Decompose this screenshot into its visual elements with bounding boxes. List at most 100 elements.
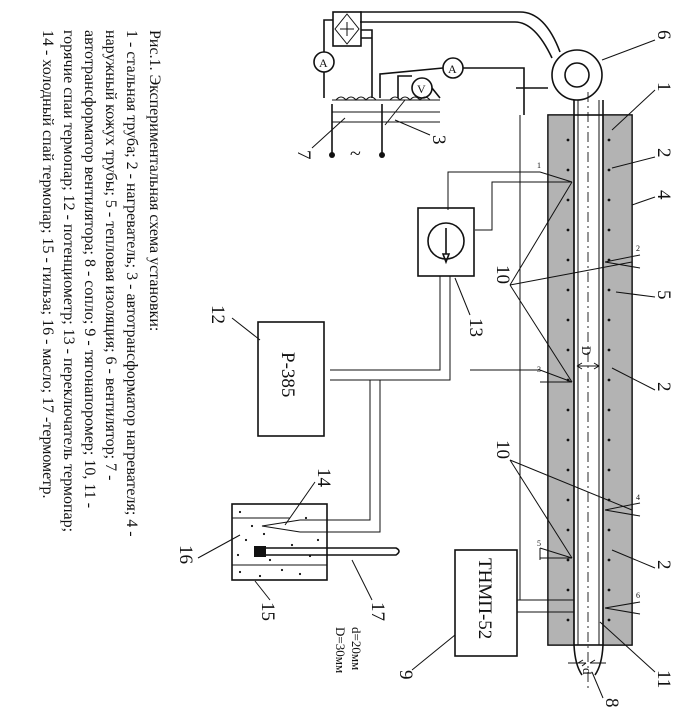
- callout-8: 8: [601, 698, 622, 708]
- leader-12: [231, 317, 261, 341]
- ammeter-heater-symbol: A: [448, 62, 457, 76]
- leader-8: [591, 671, 604, 699]
- callout-3: 3: [428, 135, 449, 145]
- manometer-tubes: [517, 599, 574, 613]
- callout-2b: 2: [653, 382, 674, 392]
- leader-2b: [611, 367, 656, 391]
- junction-3: [539, 369, 573, 383]
- fan-inner: [564, 62, 590, 88]
- leader-2a: [611, 156, 656, 169]
- junction-1-number: 1: [537, 161, 541, 170]
- voltmeter-symbol: V: [417, 82, 426, 96]
- junction-5-number: 5: [537, 539, 541, 548]
- callout-15: 15: [257, 602, 278, 621]
- caption-line-5: 14 - холодный спай термопар; 15 - гильза…: [39, 30, 56, 498]
- fan-outlet: [573, 100, 604, 115]
- D-dimension-arrow: [576, 362, 600, 370]
- callout-1: 1: [653, 82, 674, 92]
- caption-line-2: наружный кожух трубы; 5 - тепловая изоля…: [102, 30, 119, 480]
- leader-13: [454, 277, 471, 316]
- dimension-d-text: d=20мм: [349, 627, 364, 670]
- ac-terminal-right: [379, 152, 385, 158]
- heater-wiring: [361, 37, 548, 115]
- leader-17: [351, 559, 373, 601]
- manometer-label: ТНМП-52: [474, 558, 495, 639]
- fan-duct: [360, 11, 561, 59]
- dimension-notes: d=20мм D=30мм: [333, 627, 364, 673]
- junction-5: [539, 547, 573, 559]
- junction-1: [539, 171, 573, 183]
- switch-dial[interactable]: [427, 222, 465, 260]
- callout-14: 14: [313, 468, 334, 488]
- leader-4: [631, 196, 656, 206]
- leader-9: [411, 634, 456, 671]
- insulation-left: [547, 114, 575, 646]
- leader-14: [284, 481, 316, 526]
- caption-line-3: автотрансформатор вентилятора; 8 - сопло…: [81, 30, 98, 508]
- switch-pointer: [441, 228, 451, 265]
- leader-2c: [611, 549, 656, 569]
- heater-dots: [566, 138, 611, 622]
- caption-line-1: 1 - стальная труба; 2 - нагреватель; 3 -…: [123, 30, 140, 537]
- junction-2-number: 2: [636, 244, 640, 253]
- callout-12: 12: [207, 305, 228, 324]
- thermometer-bulb: [254, 546, 266, 557]
- thermometer: [261, 547, 400, 556]
- potentiometer-label: Р-385: [277, 352, 298, 397]
- rectifier-diode-icon: [334, 13, 360, 45]
- cold-junction-wires: [300, 380, 381, 533]
- autotransformer-coils: [332, 99, 440, 123]
- leader-1: [611, 89, 656, 131]
- junction-6-number: 6: [636, 591, 640, 600]
- oil-dots: [236, 510, 320, 578]
- leader-16: [197, 534, 241, 559]
- junction-2: [604, 254, 641, 269]
- ac-terminal-left: [329, 152, 335, 158]
- callout-13: 13: [465, 318, 486, 337]
- pipe-assembly: 1 2 3 4 5 6 D d: [537, 92, 641, 690]
- caption: Рис.1. Экспериментальная схема установки…: [39, 30, 163, 537]
- thermocouple-wiring: [300, 115, 548, 601]
- leader-15: [254, 580, 271, 601]
- autotransformer-winding: [335, 96, 431, 101]
- d-dimension-arrow: [568, 659, 606, 667]
- callout-5: 5: [653, 290, 674, 300]
- vessel-outer: [231, 503, 328, 581]
- callout-6: 6: [653, 30, 674, 40]
- tc-wire-other: [470, 115, 548, 601]
- dimension-D-text: D=30мм: [333, 627, 348, 673]
- D-dimension-label: D: [579, 346, 594, 355]
- manometer: ТНМП-52: [454, 549, 574, 657]
- callout-numbers: 1 2 2 2 3 4 5 6 7 8 9 10 10 11 12 13 14 …: [175, 30, 674, 708]
- fan-outer: [551, 49, 603, 101]
- fan-and-duct: [360, 11, 604, 115]
- callout-10b: 10: [492, 440, 513, 459]
- ac-symbol: ~: [350, 143, 361, 165]
- leader-10a: [509, 181, 633, 383]
- electrical-circuit: A A V ~: [313, 11, 548, 165]
- cold-junction-vessel: [231, 503, 400, 581]
- autotransformer-3-slider: [384, 99, 406, 126]
- callout-9: 9: [395, 670, 416, 680]
- callout-10a: 10: [492, 265, 513, 284]
- callout-2c: 2: [653, 560, 674, 570]
- potentiometer: Р-385: [257, 321, 325, 437]
- leader-3: [394, 119, 431, 136]
- switch-to-potentiometer-wires: [330, 276, 451, 381]
- ammeter-fan-symbol: A: [319, 56, 328, 70]
- cold-junction: [261, 519, 301, 533]
- leader-6: [601, 39, 656, 61]
- tc-wire-1: [447, 171, 540, 231]
- thermocouple-switch[interactable]: [417, 207, 475, 277]
- junction-4-number: 4: [636, 493, 640, 502]
- callout-7: 7: [293, 150, 314, 160]
- junction-6: [604, 601, 641, 615]
- leader-7: [311, 117, 346, 149]
- potentiometer-box: [257, 321, 325, 437]
- caption-line-4: горячие спаи термопар; 12 - потенциометр…: [60, 30, 77, 532]
- d-dimension-label: d: [580, 668, 595, 675]
- caption-title: Рис.1. Экспериментальная схема установки…: [146, 30, 163, 331]
- insulation-right: [602, 114, 633, 646]
